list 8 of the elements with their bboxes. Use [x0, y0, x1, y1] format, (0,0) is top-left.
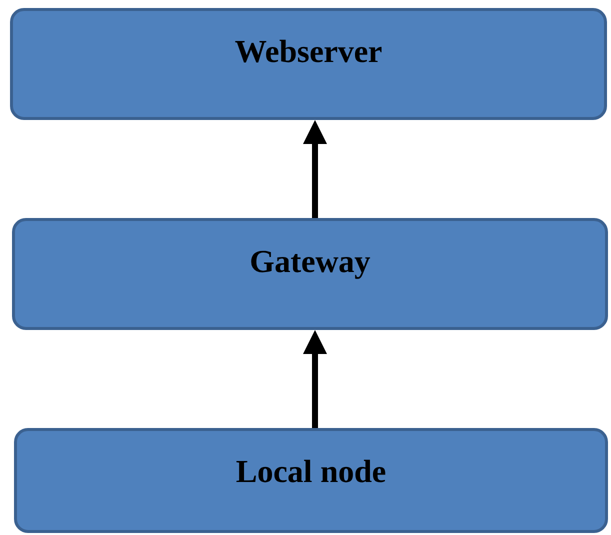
box-label: Gateway [250, 243, 370, 280]
arrow [303, 120, 327, 218]
process-box [10, 8, 607, 120]
process-box [12, 218, 608, 330]
box-label: Webserver [234, 33, 382, 70]
box-label: Local node [236, 453, 386, 490]
arrow [303, 330, 327, 428]
process-box [14, 428, 608, 533]
